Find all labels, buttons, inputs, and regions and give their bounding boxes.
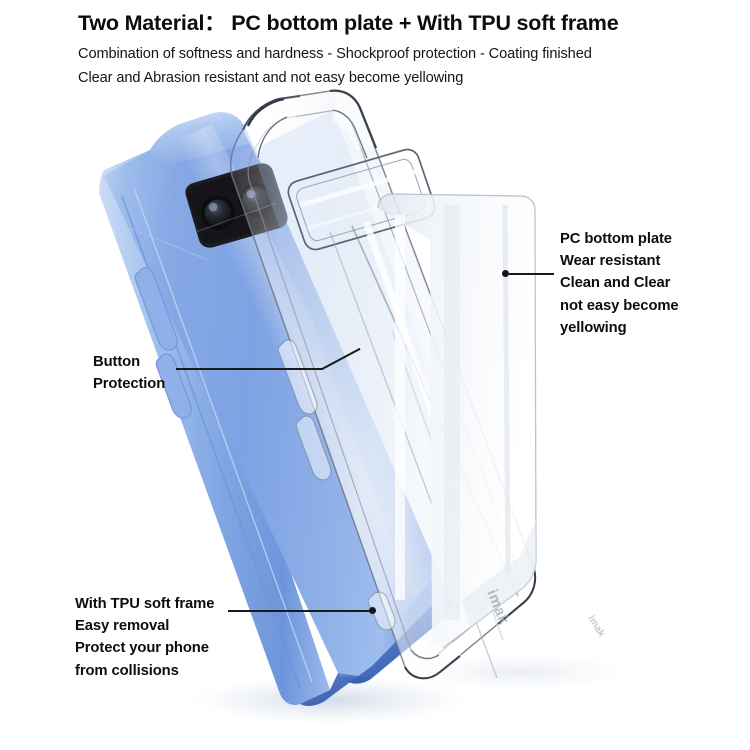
tpu-case bbox=[230, 89, 537, 680]
page-title: Two Material： PC bottom plate + With TPU… bbox=[78, 11, 619, 35]
callout-pc-line-5: yellowing bbox=[560, 319, 627, 336]
leader-diagonal-button-protection bbox=[321, 347, 361, 370]
subtitle-line-1: Combination of softness and hardness - S… bbox=[78, 45, 592, 62]
case-corner-top-left bbox=[242, 94, 301, 160]
camera-module bbox=[185, 163, 288, 248]
callout-pc-line-1: PC bottom plate bbox=[560, 231, 672, 247]
callout-pc-line-3: Clean and Clear bbox=[560, 275, 671, 292]
callout-button-line-1: Button bbox=[93, 354, 141, 370]
header-text-block: Two Material： PC bottom plate + With TPU… bbox=[78, 10, 718, 90]
subtitle-line-2: Clear and Abrasion resistant and not eas… bbox=[78, 70, 464, 87]
callout-tpu-line-2: Easy removal bbox=[75, 618, 170, 635]
leader-line-button-protection bbox=[176, 368, 323, 370]
callout-tpu-line-1: With TPU soft frame bbox=[75, 596, 215, 612]
leader-dot-tpu-frame bbox=[369, 607, 376, 614]
callout-pc-line-2: Wear resistant bbox=[560, 253, 661, 270]
leader-dot-pc-plate bbox=[502, 270, 509, 277]
callout-tpu-frame: With TPU soft frame Easy removal Protect… bbox=[75, 593, 214, 682]
case-corner-bottom-right bbox=[489, 565, 537, 625]
leader-line-pc-plate bbox=[509, 273, 554, 275]
brand-mark: imak bbox=[483, 587, 512, 627]
callout-button-line-2: Protection bbox=[93, 376, 166, 393]
callout-tpu-line-3: Protect your phone bbox=[75, 640, 209, 657]
pc-back-plate bbox=[377, 193, 537, 649]
case-corner-bottom-left bbox=[404, 636, 462, 680]
callout-pc-bottom-plate: PC bottom plate Wear resistant Clean and… bbox=[560, 228, 679, 339]
leader-line-tpu-frame bbox=[228, 610, 373, 612]
case-corner-top-right bbox=[329, 89, 378, 159]
callout-pc-line-4: not easy become bbox=[560, 297, 679, 314]
callout-button-protection: Button Protection bbox=[93, 351, 165, 395]
case-camera-cutout bbox=[287, 148, 436, 251]
callout-tpu-line-4: from collisions bbox=[75, 662, 179, 679]
brand-mark-secondary: imak bbox=[585, 614, 607, 640]
